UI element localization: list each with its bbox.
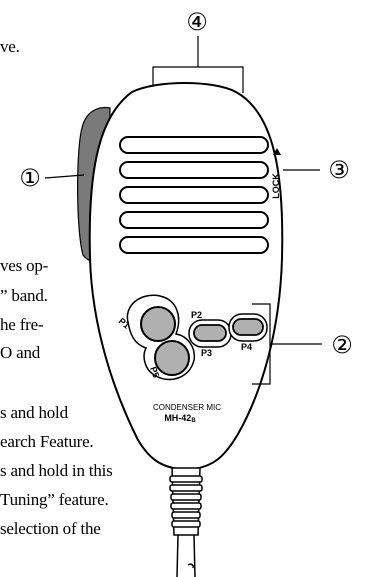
callout-4-leader [152, 36, 244, 93]
callout-4-number: ④ [186, 8, 208, 36]
grill-slots [119, 136, 269, 254]
text-he-fre: he fre- [0, 315, 44, 334]
text-o-and: O and [0, 343, 41, 362]
p2-p3-p4-buttons [188, 313, 268, 348]
model-suffix: B [191, 418, 196, 424]
mic-body [88, 82, 284, 472]
cable [176, 534, 196, 577]
lock-switch: LOCK [271, 148, 281, 199]
p5-label: P5 [148, 365, 161, 379]
strain-relief [169, 467, 203, 536]
callout-1-number: ① [19, 164, 41, 192]
text-ve: ve. [0, 37, 20, 56]
callout-1-leader [44, 174, 85, 179]
callout-2-bracket [252, 303, 322, 385]
p4-label: P4 [241, 342, 252, 352]
text-ves-op: ves op- [0, 256, 49, 275]
p3-label: P3 [201, 348, 212, 358]
lock-label: LOCK [271, 173, 281, 199]
p2-label: P2 [191, 310, 202, 320]
text-s-and-hold: s and hold [0, 403, 68, 422]
text-and-hold-in-this: s and hold in this [0, 461, 113, 480]
callout-3-number: ③ [328, 156, 350, 184]
condenser-mic-label: CONDENSER MIC [153, 403, 221, 412]
p1-p5-buttons [126, 294, 196, 381]
text-tuning: Tuning” feature. [0, 490, 109, 509]
text-band: ” band. [0, 286, 48, 305]
callout-2-number: ② [331, 331, 353, 359]
model-label: MH-42B [164, 413, 196, 424]
text-earch-feature: earch Feature. [0, 432, 94, 451]
text-selection: selection of the [0, 519, 101, 538]
